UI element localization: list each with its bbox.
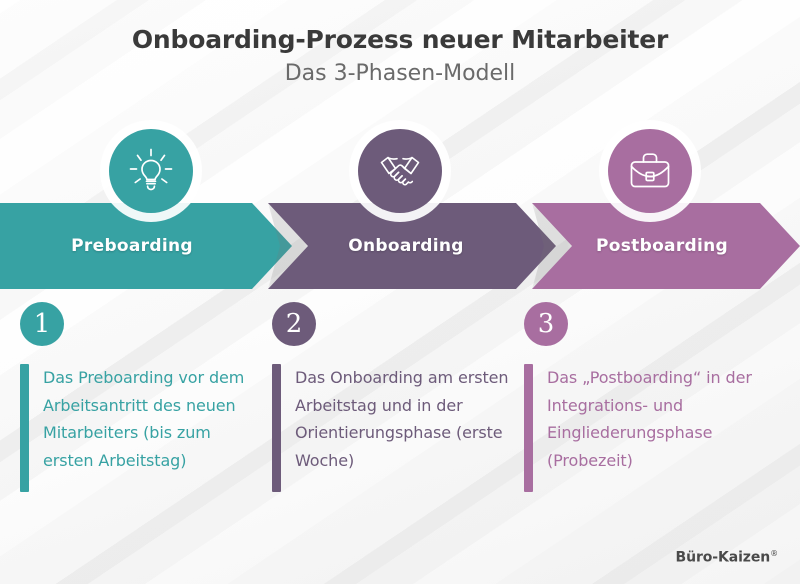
chevron-onboarding[interactable]: Onboarding	[268, 203, 556, 289]
chevron-preboarding[interactable]: Preboarding	[0, 203, 292, 289]
page-subtitle: Das 3-Phasen-Modell	[284, 60, 516, 86]
phase-column-preboarding: 1 Das Preboarding vor dem Arbeitsantritt…	[20, 302, 272, 492]
phase-description-block-2: Das Onboarding am ersten Arbeitstag und …	[272, 364, 522, 492]
chevron-label-postboarding: Postboarding	[596, 236, 728, 256]
chevron-postboarding[interactable]: Postboarding	[532, 203, 800, 289]
phase-accent-bar-1	[20, 364, 29, 492]
phase-number-1: 1	[20, 302, 64, 346]
page-title: Onboarding-Prozess neuer Mitarbeiter	[131, 25, 669, 54]
brand-logo-mark: ®	[770, 549, 778, 559]
phase-accent-bar-3	[524, 364, 533, 492]
phase-icon-circle-preboarding	[109, 129, 193, 213]
phase-column-postboarding: 3 Das „Postboarding“ in der Integrations…	[524, 302, 784, 492]
phase-banner: Preboarding Onboarding Postboarding	[0, 203, 800, 289]
phase-number-3: 3	[524, 302, 568, 346]
brand-logo-name: Büro-Kaizen	[675, 550, 771, 566]
briefcase-icon	[625, 146, 675, 196]
phase-icon-circle-postboarding	[608, 129, 692, 213]
phase-description-3: Das „Postboarding“ in der Integrations- …	[547, 368, 752, 470]
header: Onboarding-Prozess neuer Mitarbeiter Das…	[0, 25, 800, 87]
phase-description-1: Das Preboarding vor dem Arbeitsantritt d…	[43, 368, 245, 470]
phase-number-2: 2	[272, 302, 316, 346]
phase-description-2: Das Onboarding am ersten Arbeitstag und …	[295, 368, 509, 470]
chevron-label-preboarding: Preboarding	[71, 236, 193, 256]
brand-logo: Büro-Kaizen®	[675, 549, 779, 566]
lightbulb-icon	[125, 145, 177, 197]
chevron-label-onboarding: Onboarding	[348, 236, 464, 256]
phase-description-block-1: Das Preboarding vor dem Arbeitsantritt d…	[20, 364, 272, 492]
handshake-icon	[373, 144, 427, 198]
phase-accent-bar-2	[272, 364, 281, 492]
phase-column-onboarding: 2 Das Onboarding am ersten Arbeitstag un…	[272, 302, 522, 492]
phase-icon-circle-onboarding	[358, 129, 442, 213]
phase-description-block-3: Das „Postboarding“ in der Integrations- …	[524, 364, 784, 492]
